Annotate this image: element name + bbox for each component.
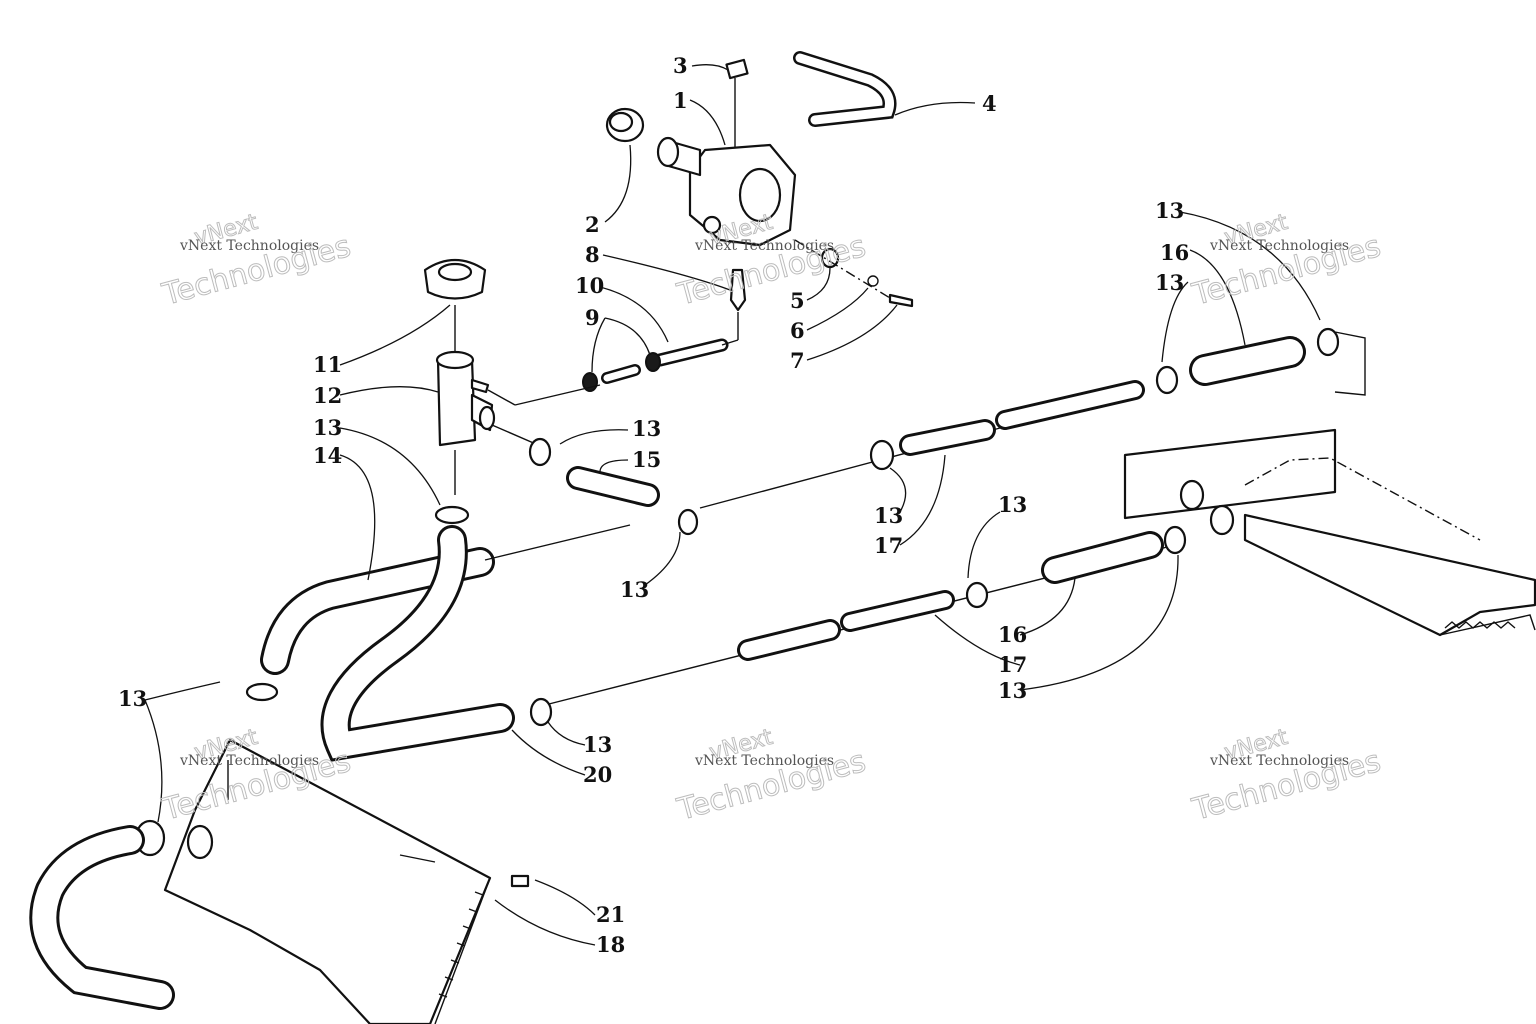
bypass-hose-part [793, 51, 897, 127]
upper-coolant-tube-part [699, 336, 1306, 509]
callout-20: 20 [583, 762, 612, 787]
watermark-text: vNext Technologies [694, 753, 834, 769]
callout-11: 11 [313, 352, 342, 377]
watermark-text: vNext Technologies [179, 238, 319, 254]
watermark-top-right: vNext vNext Technologies Technologies [1188, 209, 1385, 313]
barbed-fitting-part [729, 268, 747, 340]
callout-13-upper-mid: 13 [620, 577, 649, 602]
screw-part [794, 239, 914, 308]
callout-13-right-upper: 13 [1155, 270, 1184, 295]
tunnel-heat-exchanger-part [1123, 428, 1536, 637]
watermark-bottom-right: vNext vNext Technologies Technologies [1188, 724, 1385, 828]
callout-5: 5 [790, 288, 805, 313]
lower-coolant-tube-part [544, 531, 1176, 706]
callout-labels: 1 2 3 4 5 6 7 8 9 10 11 12 13 13 13 13 1… [118, 53, 1189, 957]
callout-10: 10 [575, 273, 604, 298]
mounting-bracket-part [656, 136, 797, 247]
filler-neck-part [435, 350, 601, 495]
radiator-part [163, 738, 492, 1024]
callout-15: 15 [632, 447, 661, 472]
watermark-text: vNext Technologies [694, 238, 834, 254]
callout-17-upper: 17 [874, 533, 903, 558]
radiator-cap-part [423, 259, 487, 355]
callout-13-upper-center: 13 [874, 503, 903, 528]
callout-18: 18 [596, 932, 625, 957]
filler-neck-hose-part [320, 525, 515, 762]
callout-8: 8 [585, 242, 600, 267]
leader-lines [144, 64, 1321, 946]
frame-edge-line [1334, 331, 1366, 396]
callout-4: 4 [982, 91, 997, 116]
watermark-text: vNext Technologies [1209, 238, 1349, 254]
callout-16-lower: 16 [998, 622, 1027, 647]
callout-21: 21 [596, 902, 625, 927]
callout-9: 9 [585, 305, 600, 330]
callout-13-lower-far-right: 13 [998, 678, 1027, 703]
callout-16-upper: 16 [1160, 240, 1189, 265]
bleeder-fitting-part [725, 58, 749, 150]
small-hose-part [601, 338, 739, 384]
watermark-text: vNext Technologies [1209, 753, 1349, 769]
washer-part [820, 247, 840, 269]
callout-13-short-hose: 13 [632, 416, 661, 441]
drain-plug-part [510, 874, 530, 888]
callout-14: 14 [313, 443, 342, 468]
callout-13-top-right: 13 [1155, 198, 1184, 223]
callout-13-radiator: 13 [118, 686, 147, 711]
callout-1: 1 [673, 88, 688, 113]
lock-washer-part [867, 275, 879, 287]
callout-7: 7 [790, 348, 805, 373]
callout-6: 6 [790, 318, 805, 343]
callout-2: 2 [585, 212, 600, 237]
callout-17-lower: 17 [998, 652, 1027, 677]
small-clamp-part [582, 352, 661, 392]
watermark-top-left: vNext vNext Technologies Technologies [158, 209, 355, 313]
callout-3: 3 [673, 53, 688, 78]
radiator-lower-hose-part [29, 824, 214, 1010]
callout-13-lower-left: 13 [583, 732, 612, 757]
watermark-text: vNext Technologies [179, 753, 319, 769]
watermark-bottom-center: vNext vNext Technologies Technologies [673, 724, 870, 828]
callout-12: 12 [313, 383, 342, 408]
cap-part [605, 107, 645, 143]
callout-13-filler: 13 [313, 415, 342, 440]
radiator-upper-hose-part [260, 524, 631, 675]
callout-13-lower-right: 13 [998, 492, 1027, 517]
